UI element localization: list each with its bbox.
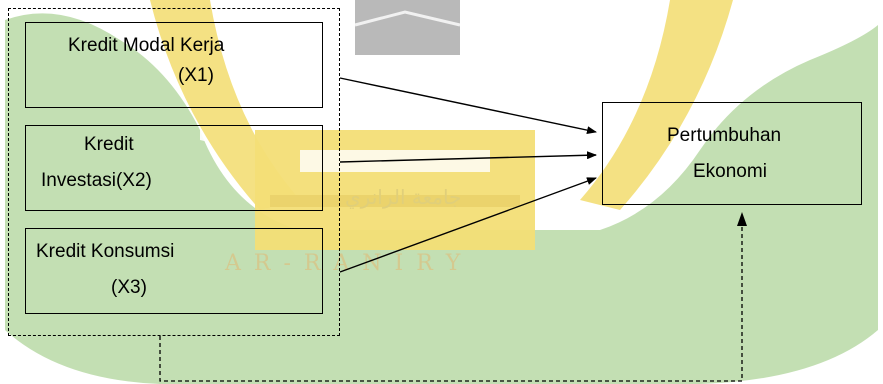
box-x1-line1: Kredit Modal Kerja <box>68 35 225 56</box>
box-y-line1: Pertumbuhan <box>667 125 782 146</box>
arrow-x3-to-y <box>339 177 597 273</box>
dashed-arrow-group-to-y <box>159 224 743 382</box>
box-x2-line2: Investasi(X2) <box>41 170 152 191</box>
box-x3: Kredit Konsumsi (X3) <box>25 228 323 314</box>
box-x1-line2: (X1) <box>178 65 214 86</box>
box-y: Pertumbuhan Ekonomi <box>602 102 862 205</box>
arrow-x2-to-y <box>339 151 597 163</box>
dashed-arrow-head <box>737 212 747 226</box>
watermark-yellow-arc-right <box>580 0 733 210</box>
box-x3-line2: (X3) <box>111 277 147 298</box>
watermark-arabic-text: جامعة الرانري <box>345 185 461 210</box>
box-x2-line1: Kredit <box>84 134 134 155</box>
box-y-line2: Ekonomi <box>693 161 767 182</box>
box-x3-line1: Kredit Konsumsi <box>36 241 175 262</box>
arrow-x1-to-y <box>339 77 597 135</box>
watermark-gray-block <box>355 0 460 55</box>
box-x1: Kredit Modal Kerja (X1) <box>25 22 323 108</box>
independent-variables-group <box>8 8 340 336</box>
box-x2: Kredit Investasi(X2) <box>25 125 323 211</box>
watermark-green-shape <box>5 13 878 384</box>
